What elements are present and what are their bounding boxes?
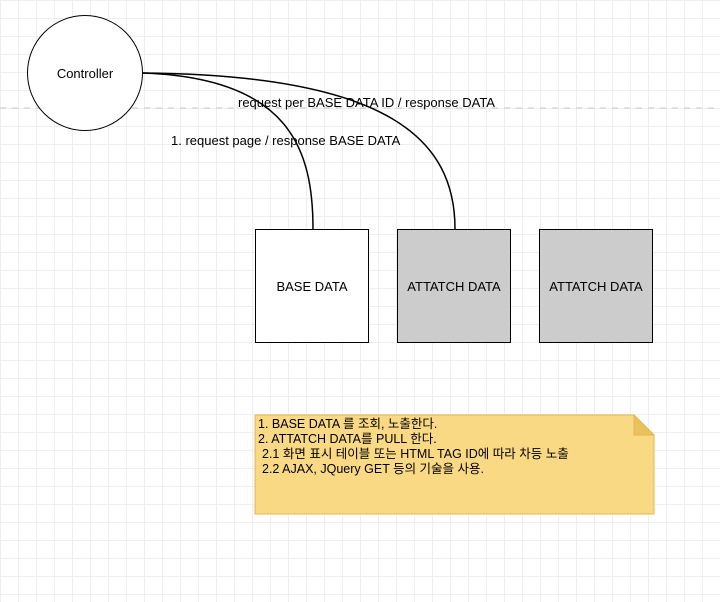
note-line-1: 1. BASE DATA 를 조회, 노출한다. <box>258 417 438 431</box>
per-id-edge-label: request per BASE DATA ID / response DATA <box>238 95 495 110</box>
attach-data-node-1[interactable]: ATTATCH DATA <box>397 229 511 343</box>
sticky-note-text: 1. BASE DATA 를 조회, 노출한다. 2. ATTATCH DATA… <box>258 417 628 477</box>
note-line-3: 2.1 화면 표시 테이블 또는 HTML TAG ID에 따라 차등 노출 <box>262 447 569 461</box>
page-edge-label: 1. request page / response BASE DATA <box>171 133 401 148</box>
controller-label: Controller <box>56 65 114 81</box>
base-data-node[interactable]: BASE DATA <box>255 229 369 343</box>
sticky-note-fold <box>633 413 656 436</box>
attach-data-label-2: ATTATCH DATA <box>549 278 643 294</box>
note-line-4: 2.2 AJAX, JQuery GET 등의 기술을 사용. <box>262 462 484 476</box>
connector-controller-to-base-data[interactable] <box>142 72 314 230</box>
note-line-2: 2. ATTATCH DATA를 PULL 한다. <box>258 432 437 446</box>
connector-controller-to-attach-data[interactable] <box>142 72 456 230</box>
controller-node[interactable]: Controller <box>27 15 143 131</box>
attach-data-label-1: ATTATCH DATA <box>407 278 501 294</box>
base-data-label: BASE DATA <box>276 278 348 294</box>
attach-data-node-2[interactable]: ATTATCH DATA <box>539 229 653 343</box>
sticky-note-shape[interactable] <box>254 414 655 515</box>
